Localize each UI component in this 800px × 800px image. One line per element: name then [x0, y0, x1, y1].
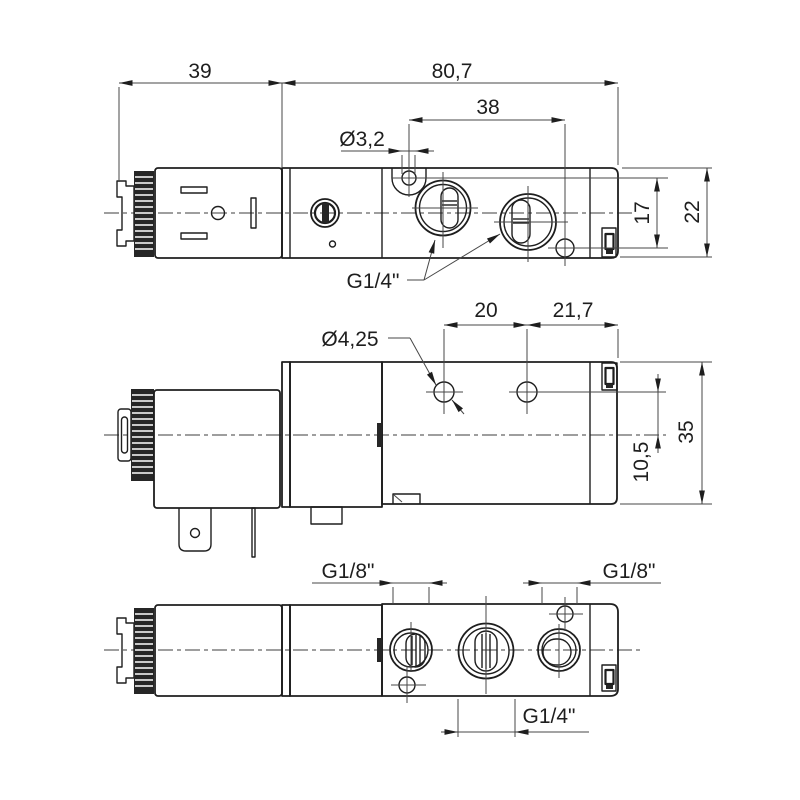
side-crosshairs: [426, 329, 712, 505]
pilot-hole: [328, 240, 337, 248]
dim-80-7-label: 80,7: [432, 60, 473, 83]
manual-override: [310, 198, 340, 228]
port-thread-g18-right-label: G1/8": [603, 560, 656, 583]
top-dimensions: 39 80,7 38 Ø3,2 17 22 G1/4": [119, 60, 710, 293]
retaining-clip: [601, 362, 618, 391]
dim-dia-4-25-label: Ø4,25: [321, 328, 378, 351]
plug-slot: [120, 416, 129, 454]
dim-39-label: 39: [188, 60, 211, 83]
bottom-crosshairs: [391, 587, 583, 737]
top-crosshairs: [118, 83, 712, 266]
retaining-clip: [601, 664, 617, 692]
valve-body-side: [281, 361, 618, 525]
port-thread-g14-label: G1/4": [347, 270, 400, 293]
port-thread-g14-bottom-label: G1/4": [523, 705, 576, 728]
dim-20-label: 20: [474, 299, 497, 322]
spade-connector: [178, 508, 212, 552]
bottom-dimensions: G1/8" G1/8" G1/4": [312, 560, 661, 735]
bottom-view: G1/8" G1/8" G1/4": [104, 560, 661, 737]
knurled-ring: [131, 389, 154, 481]
dim-dia-3-2-label: Ø3,2: [339, 128, 385, 151]
knurled-ring: [134, 171, 154, 257]
dim-21-7-label: 21,7: [553, 299, 594, 322]
port-thread-g18-left-label: G1/8": [322, 560, 375, 583]
seal-mark: [377, 423, 382, 447]
dim-17-label: 17: [631, 201, 654, 224]
retaining-clip: [601, 227, 617, 258]
seal-mark: [377, 638, 382, 662]
side-view: 20 21,7 Ø4,25 10,5 35: [104, 299, 712, 558]
connector-pin: [251, 507, 256, 558]
step-notch: [392, 493, 421, 504]
side-dimensions: 20 21,7 Ø4,25 10,5 35: [321, 299, 705, 504]
connector-plug: [116, 180, 135, 247]
connector-plug: [116, 617, 135, 684]
top-view: 39 80,7 38 Ø3,2 17 22 G1/4": [104, 60, 712, 293]
base-tab: [310, 506, 343, 525]
dim-22-label: 22: [681, 200, 704, 223]
dim-10-5-label: 10,5: [630, 442, 653, 483]
knurled-ring: [134, 608, 154, 694]
dim-35-label: 35: [675, 420, 698, 443]
solenoid-body-side: [153, 389, 281, 509]
dim-38-label: 38: [476, 96, 499, 119]
